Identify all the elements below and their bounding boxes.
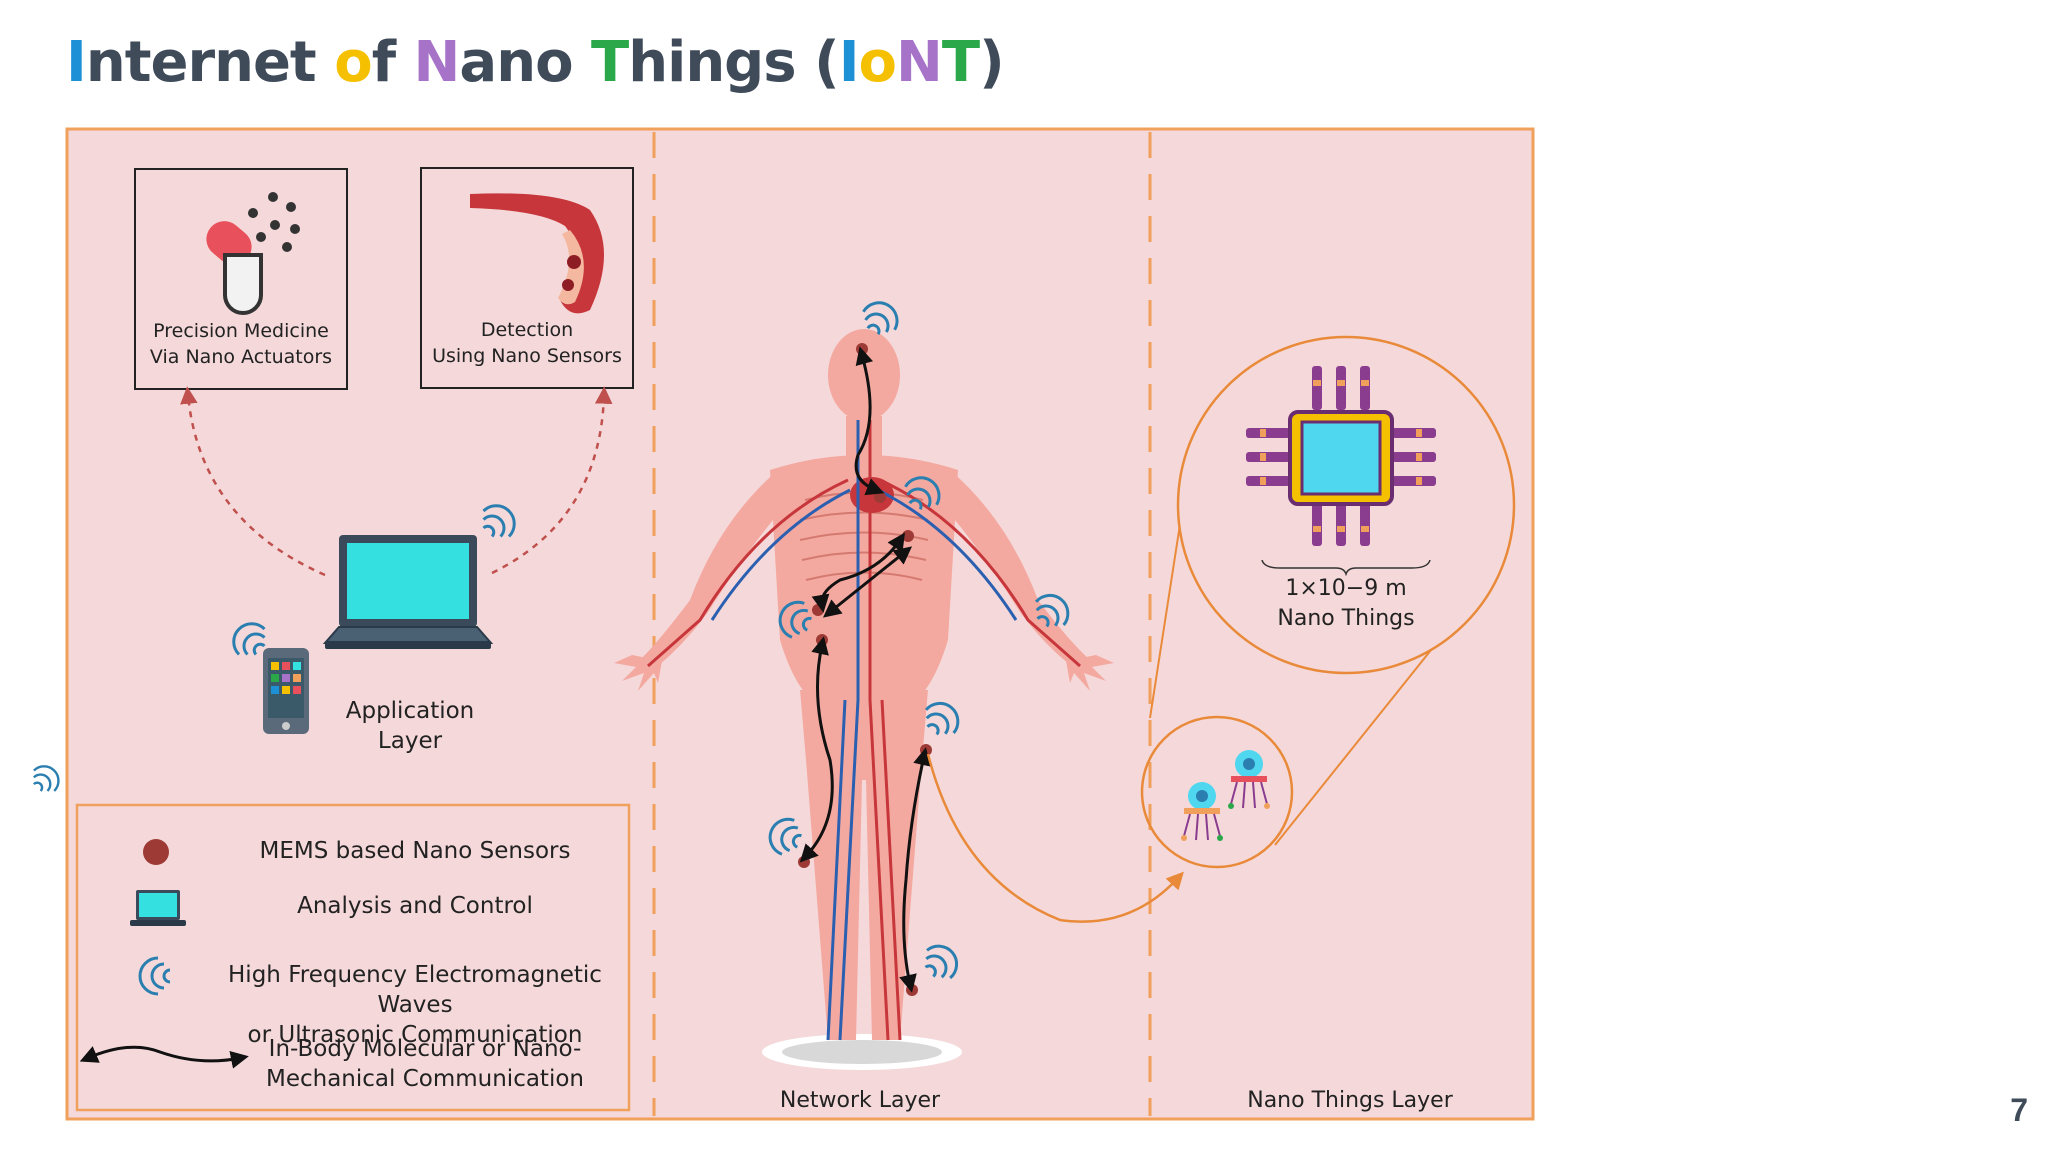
precision-medicine-label: Precision Medicine Via Nano Actuators: [135, 318, 347, 370]
detection-label: Detection Using Nano Sensors: [421, 317, 633, 369]
application-layer-line2: Layer: [377, 728, 443, 754]
title-part: nternet: [85, 30, 335, 95]
title-part: o: [858, 30, 897, 95]
legend-box: [75, 803, 631, 1112]
legend-item-waves: High Frequency Electromagnetic Waves or …: [200, 960, 630, 1050]
legend-molecular-line2: Mechanical Communication: [265, 1066, 584, 1092]
body-to-nano-connector: [926, 753, 1184, 923]
scale-bracket: [1261, 559, 1431, 577]
title-part: f: [371, 30, 414, 95]
legend-laptop-wave-icon: [25, 759, 66, 799]
title-part: T: [591, 30, 629, 95]
chip-icon: [1246, 366, 1436, 546]
title-part: N: [413, 30, 461, 95]
legend-sensor-dot: [143, 839, 169, 865]
network-layer-label: Network Layer: [779, 1088, 941, 1113]
title-part: I: [838, 30, 860, 95]
legend-molecular-line1: In-Body Molecular or Nano-: [268, 1036, 582, 1062]
sensor-knee: [798, 856, 810, 868]
title-part: N: [896, 30, 943, 95]
nano-scale-line2: Nano Things: [1277, 606, 1415, 631]
detection-box: [420, 167, 634, 389]
sensor-chest: [902, 530, 914, 542]
legend-item-molecular: In-Body Molecular or Nano- Mechanical Co…: [210, 1034, 640, 1094]
detection-line2: Using Nano Sensors: [432, 345, 622, 367]
laptop-icon: [322, 535, 494, 649]
application-layer-line1: Application: [345, 698, 475, 724]
legend-waves-line1: High Frequency Electromagnetic Waves: [228, 962, 602, 1018]
sensor-abdomen-2: [816, 634, 828, 646]
title-part: T: [941, 30, 980, 95]
nanobot-icons: [1181, 750, 1270, 841]
page-title: Internet of Nano Things (IoNT): [66, 30, 1005, 95]
title-part: ): [979, 30, 1005, 95]
legend-waves-line2: or Ultrasonic Communication: [247, 1022, 583, 1048]
zoom-line-top: [1149, 504, 1184, 719]
title-part: hings (: [628, 30, 839, 95]
precision-medicine-line2: Via Nano Actuators: [149, 346, 333, 368]
sensor-head: [856, 343, 868, 355]
page-number: 7: [2010, 1092, 2028, 1128]
sensor-thigh: [920, 744, 932, 756]
precision-medicine-line1: Precision Medicine: [153, 320, 329, 342]
legend-item-sensors: MEMS based Nano Sensors: [259, 838, 571, 864]
sensor-abdomen-1: [812, 604, 824, 616]
nano-things-layer-label: Nano Things Layer: [1247, 1088, 1453, 1113]
artery-icon: [470, 193, 604, 314]
legend-laptop-icon: [130, 890, 186, 926]
nano-scale-line1: 1×10−9 m: [1285, 576, 1407, 601]
title-part: ano: [459, 30, 592, 95]
arrow-to-detection: [491, 386, 613, 575]
capsule-icon: [206, 192, 300, 315]
legend-molecular-arrow: [79, 1045, 249, 1069]
title-part: o: [334, 30, 372, 95]
title-part: I: [66, 30, 87, 95]
phone-icon: [263, 648, 309, 734]
precision-medicine-box: [134, 168, 348, 390]
sensor-heart: [874, 491, 886, 503]
detection-line1: Detection: [480, 319, 574, 341]
in-body-arrows: [799, 346, 931, 993]
application-layer-label: Application Layer: [330, 696, 490, 756]
arrow-to-precision: [180, 386, 326, 577]
nano-scale-label: 1×10−9 m Nano Things: [1246, 574, 1446, 634]
sensor-ankle: [906, 984, 918, 996]
nano-small-circle: [1140, 715, 1294, 869]
legend-item-analysis: Analysis and Control: [297, 893, 533, 919]
